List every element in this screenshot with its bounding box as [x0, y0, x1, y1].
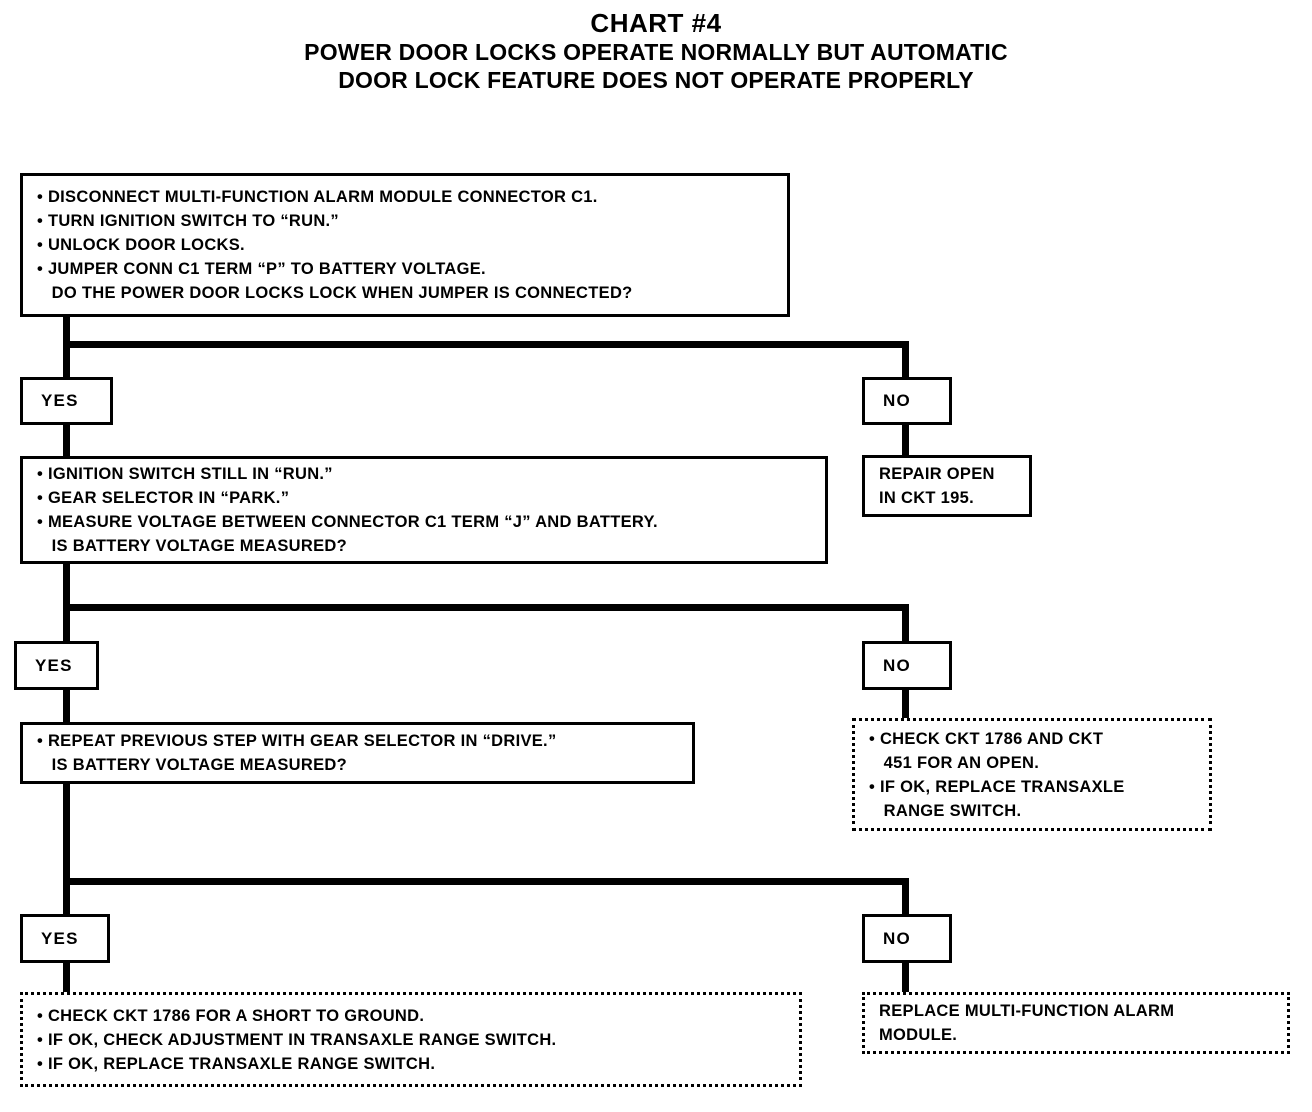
- node-check-open[interactable]: • CHECK CKT 1786 AND CKT 451 FOR AN OPEN…: [852, 718, 1212, 831]
- node-replace-module[interactable]: REPLACE MULTI-FUNCTION ALARM MODULE.: [862, 992, 1290, 1054]
- answer-yes-2-label: YES: [35, 655, 73, 675]
- node-repair-open-text: REPAIR OPEN IN CKT 195.: [879, 465, 995, 507]
- connector-bus-3: [63, 878, 909, 885]
- page-title: CHART #4: [590, 8, 722, 38]
- node-check-open-text: • CHECK CKT 1786 AND CKT 451 FOR AN OPEN…: [869, 729, 1125, 820]
- answer-no-1-label: NO: [883, 391, 911, 410]
- node-replace-module-text: REPLACE MULTI-FUNCTION ALARM MODULE.: [879, 1002, 1175, 1044]
- connector-bus-2: [63, 604, 909, 611]
- connector-yes2-drop: [63, 604, 70, 644]
- connector-yes3-to-check-short: [63, 962, 70, 994]
- connector-no2-drop: [902, 604, 909, 644]
- node-step1-text: • DISCONNECT MULTI-FUNCTION ALARM MODULE…: [37, 188, 633, 302]
- answer-no-2[interactable]: NO: [862, 641, 952, 690]
- node-check-short[interactable]: • CHECK CKT 1786 FOR A SHORT TO GROUND. …: [20, 992, 802, 1087]
- node-repair-open[interactable]: REPAIR OPEN IN CKT 195.: [862, 455, 1032, 517]
- connector-step3-stem: [63, 783, 70, 883]
- chart-subtitle-line-1: POWER DOOR LOCKS OPERATE NORMALLY BUT AU…: [304, 39, 1008, 65]
- connector-step2-stem: [63, 563, 70, 609]
- connector-yes3-drop: [63, 878, 70, 918]
- answer-no-3-label: NO: [883, 928, 911, 948]
- connector-no1-to-repair-open: [902, 424, 909, 456]
- node-check-short-text: • CHECK CKT 1786 FOR A SHORT TO GROUND. …: [37, 1006, 557, 1073]
- connector-bus-1: [63, 341, 909, 348]
- answer-yes-1-label: YES: [41, 391, 79, 410]
- connector-no2-to-check-open: [902, 689, 909, 719]
- answer-no-2-label: NO: [883, 655, 911, 675]
- answer-no-3[interactable]: NO: [862, 914, 952, 963]
- connector-step1-stem: [63, 317, 70, 347]
- answer-yes-3-label: YES: [41, 928, 79, 948]
- connector-no3-drop: [902, 878, 909, 918]
- node-step2[interactable]: • IGNITION SWITCH STILL IN “RUN.” • GEAR…: [20, 456, 828, 564]
- connector-no3-to-replace-module: [902, 962, 909, 992]
- answer-yes-2[interactable]: YES: [14, 641, 99, 690]
- node-step3[interactable]: • REPEAT PREVIOUS STEP WITH GEAR SELECTO…: [20, 722, 695, 784]
- answer-yes-1[interactable]: YES: [20, 377, 113, 425]
- answer-yes-3[interactable]: YES: [20, 914, 110, 963]
- connector-yes1-drop: [63, 341, 70, 379]
- answer-no-1[interactable]: NO: [862, 377, 952, 425]
- chart-subtitle-line-2: DOOR LOCK FEATURE DOES NOT OPERATE PROPE…: [338, 67, 974, 93]
- connector-yes1-to-step2: [63, 424, 70, 460]
- chart-title-block: CHART #4 POWER DOOR LOCKS OPERATE NORMAL…: [0, 8, 1312, 94]
- node-step2-text: • IGNITION SWITCH STILL IN “RUN.” • GEAR…: [37, 465, 658, 555]
- node-step1[interactable]: • DISCONNECT MULTI-FUNCTION ALARM MODULE…: [20, 173, 790, 317]
- connector-no1-drop: [902, 341, 909, 379]
- node-step3-text: • REPEAT PREVIOUS STEP WITH GEAR SELECTO…: [37, 732, 557, 774]
- connector-yes2-to-step3: [63, 689, 70, 723]
